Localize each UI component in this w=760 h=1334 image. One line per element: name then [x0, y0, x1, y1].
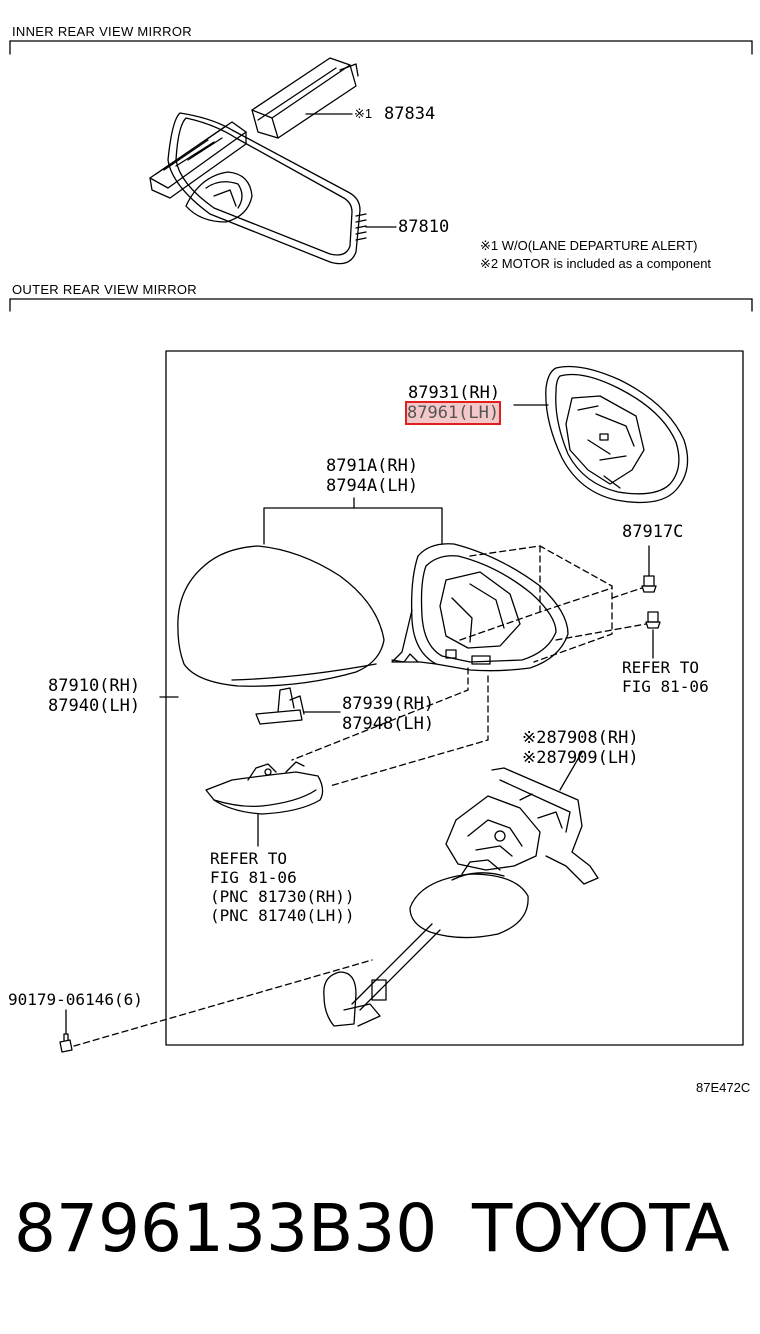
- screw-87917C: [641, 545, 661, 629]
- inner-section-title: INNER REAR VIEW MIRROR: [12, 24, 192, 39]
- part-87961-highlighted[interactable]: 87961(LH): [404, 401, 502, 425]
- clip-87939: [255, 687, 305, 725]
- outer-frame: [165, 350, 744, 1046]
- part-87909[interactable]: ※287909(LH): [522, 748, 639, 768]
- outer-section-title: OUTER REAR VIEW MIRROR: [12, 282, 197, 297]
- turn-lamp: [205, 761, 324, 815]
- mirror-cover-87834: [251, 57, 359, 139]
- inner-mirror-87810: [149, 112, 367, 265]
- refer-lamp-l4: (PNC 81740(LH)): [210, 906, 355, 925]
- refer-fig-81-06-l2[interactable]: FIG 81-06: [622, 677, 709, 696]
- footer-brand: TOYOTA: [472, 1190, 730, 1267]
- part-87910[interactable]: 87910(RH): [48, 676, 141, 696]
- part-87948[interactable]: 87948(LH): [342, 714, 435, 734]
- note-mark-1: ※1: [354, 106, 373, 121]
- mirror-housing: [391, 543, 613, 672]
- note-1: ※1 W/O(LANE DEPARTURE ALERT): [480, 238, 698, 253]
- mirror-base-87908: [323, 767, 599, 1027]
- refer-fig-81-06-l1[interactable]: REFER TO: [622, 658, 700, 677]
- part-87940[interactable]: 87940(LH): [48, 696, 141, 716]
- part-87931[interactable]: 87931(RH): [408, 383, 501, 403]
- figure-code: 87E472C: [696, 1080, 751, 1095]
- part-8791A[interactable]: 8791A(RH): [326, 456, 419, 476]
- section-rule-outer: [9, 298, 753, 312]
- part-87917C[interactable]: 87917C: [622, 522, 684, 542]
- bracket-8791A: [263, 507, 443, 545]
- refer-lamp-l3: (PNC 81730(RH)): [210, 887, 355, 906]
- note-2: ※2 MOTOR is included as a component: [480, 256, 712, 271]
- part-87834[interactable]: 87834: [384, 104, 436, 124]
- mirror-glass-87931: [545, 365, 689, 504]
- refer-lamp-l2[interactable]: FIG 81-06: [210, 868, 297, 887]
- mirror-cover-87910: [177, 545, 385, 687]
- part-87908[interactable]: ※287908(RH): [522, 728, 639, 748]
- part-87810[interactable]: 87810: [398, 217, 450, 237]
- section-rule-inner: [9, 40, 753, 55]
- footer-part-number: 8796133B30: [14, 1190, 438, 1267]
- part-8794A[interactable]: 8794A(LH): [326, 476, 419, 496]
- clip-90179: [59, 1033, 73, 1053]
- refer-lamp-l1[interactable]: REFER TO: [210, 849, 288, 868]
- part-87939[interactable]: 87939(RH): [342, 694, 435, 714]
- part-90179[interactable]: 90179-06146(6): [8, 990, 143, 1009]
